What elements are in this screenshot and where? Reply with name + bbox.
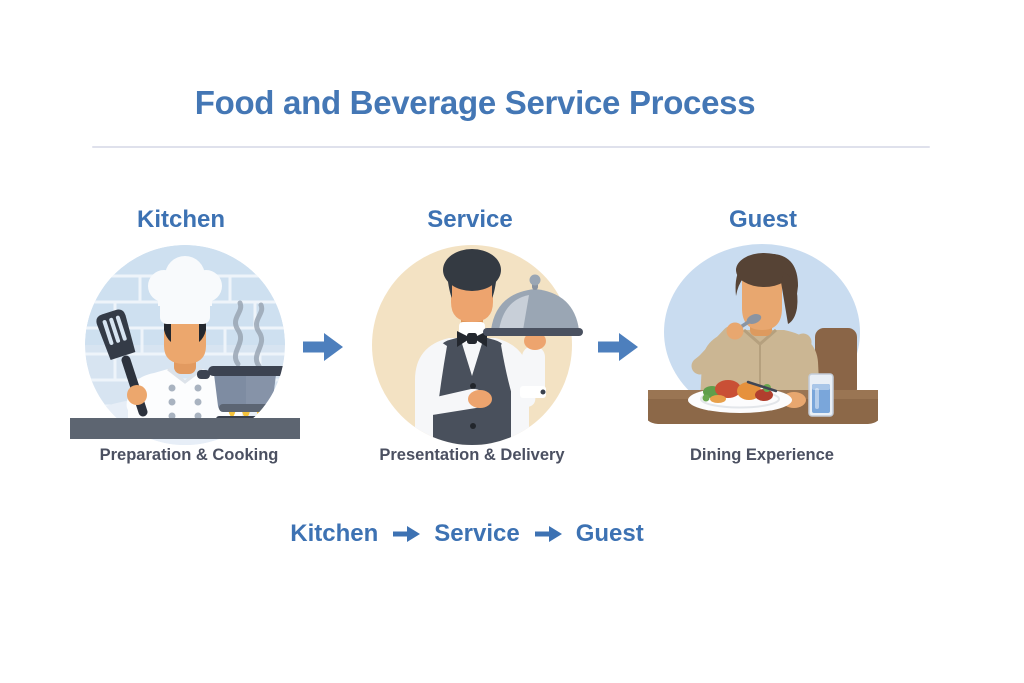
serving-tray [483,328,583,336]
spoon-arm [691,314,762,375]
stage-caption-kitchen: Preparation & Cooking [99,446,279,464]
waiter-left-hand [468,390,492,408]
serving-arm [483,274,583,407]
guest-right-hand [726,322,744,340]
steam-icon [232,300,265,369]
resting-arm [790,333,812,391]
cloche-icon [483,274,583,336]
fork-icon [746,380,778,393]
guest-hair [735,253,798,324]
flow-step-kitchen: Kitchen [290,520,379,547]
waiter-hand [524,332,546,350]
food-plate [688,380,792,413]
process-flow-summary: Kitchen Service Guest [0,520,934,548]
page-title: Food and Beverage Service Process [194,84,756,121]
water-glass [808,373,834,417]
chef-hat [148,256,222,324]
arrow-right-icon [303,333,343,361]
stage-caption-service: Presentation & Delivery [379,446,565,464]
chef-figure [96,256,242,420]
waiter-serving-illustration [372,245,583,445]
arrow-right-icon [534,526,562,542]
kitchen-scene [85,245,285,445]
flow-step-service: Service [434,520,520,547]
stage-caption-guest: Dining Experience [690,446,834,464]
title-divider [92,146,930,148]
stage-header-kitchen: Kitchen [136,206,225,233]
arrow-right-icon [598,333,638,361]
waist-arm [415,342,492,416]
bow-tie-icon [457,331,487,347]
chef-hand [127,385,147,405]
kitchen-counter [70,418,300,439]
waiter-head [443,249,501,336]
chef-cooking-illustration [70,245,300,445]
stage-header-guest: Guest [728,206,797,233]
guest-dining-illustration [648,244,878,424]
arrow-right-icon [393,526,421,542]
stage-header-service: Service [427,206,513,233]
flow-step-guest: Guest [575,520,644,547]
